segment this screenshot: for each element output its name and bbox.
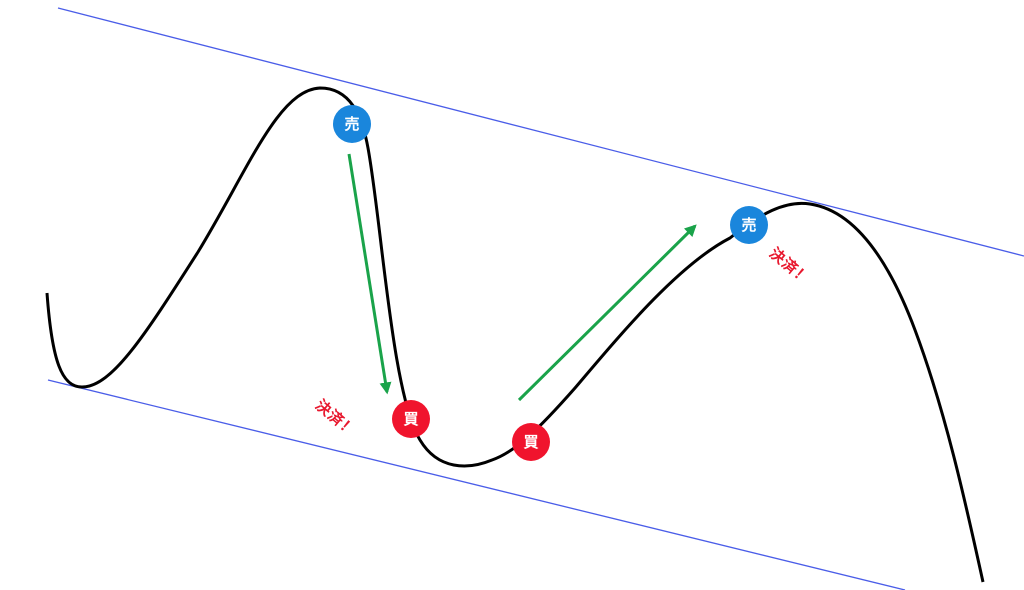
channel-upper-line bbox=[57, 7, 1024, 257]
buy-marker-second: 買 bbox=[512, 423, 550, 461]
sell-marker-second: 売 bbox=[730, 206, 768, 244]
down-trade-arrow bbox=[347, 153, 392, 395]
price-curve bbox=[45, 86, 985, 583]
buy-marker-first: 買 bbox=[392, 400, 430, 438]
up-trade-arrow bbox=[517, 224, 697, 402]
channel-lower-line bbox=[47, 379, 906, 590]
sell-marker-first: 売 bbox=[333, 105, 371, 143]
